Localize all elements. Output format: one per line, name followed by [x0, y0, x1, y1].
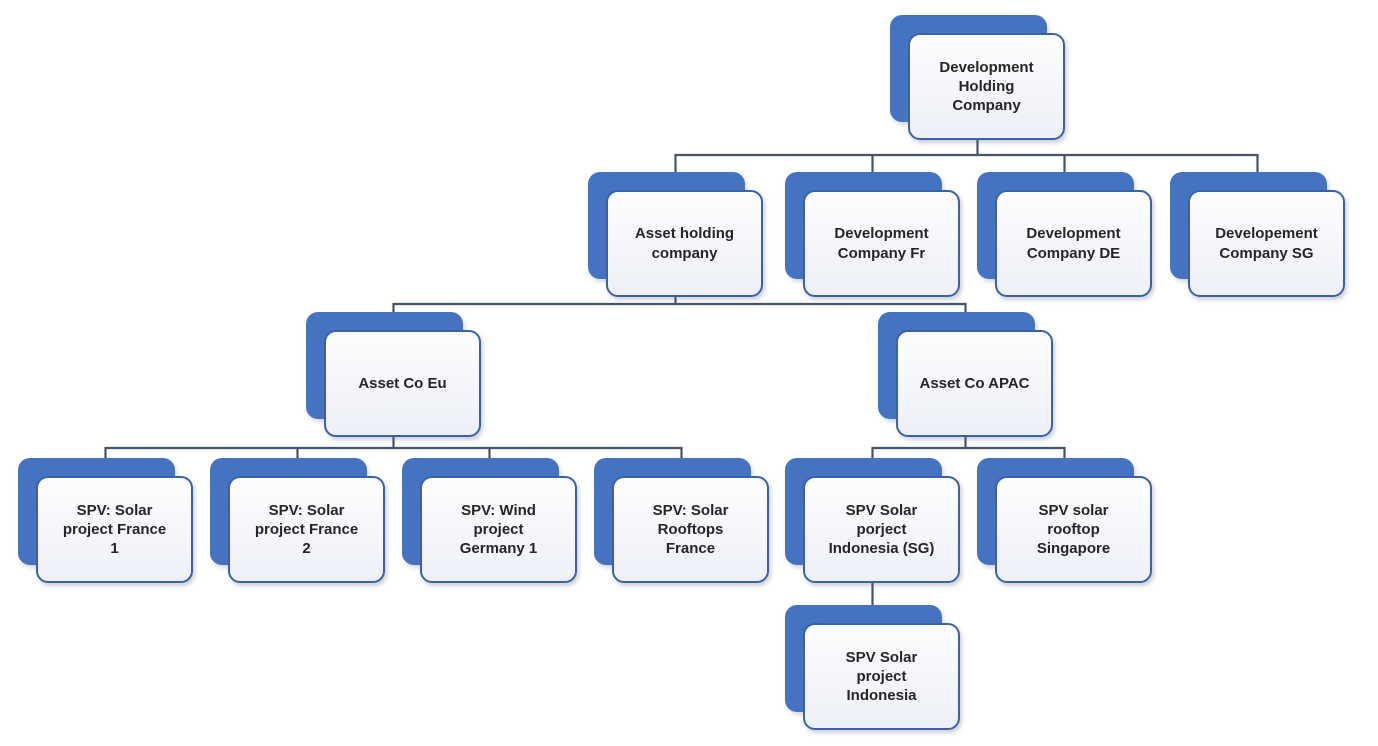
connector-holding-to-row2	[674, 140, 1259, 172]
org-node-spv-solar-porject-indonesia-sg[interactable]: SPV Solar porject Indonesia (SG)	[785, 458, 960, 583]
org-node-spv-solar-project-indonesia[interactable]: SPV Solar project Indonesia	[785, 605, 960, 730]
node-card: Development Company DE	[995, 190, 1152, 297]
node-card: SPV Solar project Indonesia	[803, 623, 960, 730]
node-label: SPV: Wind project Germany 1	[459, 501, 538, 558]
org-node-development-company-de[interactable]: Development Company DE	[977, 172, 1152, 297]
node-card: Developement Company SG	[1188, 190, 1345, 297]
org-node-spv-solar-rooftop-singapore[interactable]: SPV solar rooftop Singapore	[977, 458, 1152, 583]
org-node-spv-solar-project-france-1[interactable]: SPV: Solar project France 1	[18, 458, 193, 583]
node-label: Developement Company SG	[1215, 225, 1318, 262]
node-card: Development Company Fr	[803, 190, 960, 297]
org-node-spv-solar-project-france-2[interactable]: SPV: Solar project France 2	[210, 458, 385, 583]
org-node-development-holding-company[interactable]: Development Holding Company	[890, 15, 1065, 140]
node-card: Asset Co APAC	[896, 330, 1053, 437]
org-node-spv-solar-rooftops-france[interactable]: SPV: Solar Rooftops France	[594, 458, 769, 583]
connector-assetholding-to-assetcos	[392, 297, 967, 312]
node-card: Development Holding Company	[908, 33, 1065, 140]
connector-asseteu-to-spvs	[104, 437, 683, 458]
node-label: SPV Solar porject Indonesia (SG)	[828, 501, 935, 558]
org-node-spv-wind-project-germany-1[interactable]: SPV: Wind project Germany 1	[402, 458, 577, 583]
node-label: SPV: Solar project France 1	[62, 501, 167, 558]
node-label: SPV Solar project Indonesia	[845, 648, 918, 705]
node-label: Development Company DE	[1026, 225, 1121, 262]
node-card: SPV solar rooftop Singapore	[995, 476, 1152, 583]
node-label: SPV solar rooftop Singapore	[1036, 501, 1111, 558]
node-label: Development Company Fr	[834, 225, 929, 262]
node-card: SPV: Wind project Germany 1	[420, 476, 577, 583]
node-label: Asset Co APAC	[919, 374, 1030, 392]
node-card: SPV Solar porject Indonesia (SG)	[803, 476, 960, 583]
node-card: SPV: Solar project France 1	[36, 476, 193, 583]
node-label: SPV: Solar Rooftops France	[652, 501, 729, 558]
node-card: SPV: Solar Rooftops France	[612, 476, 769, 583]
org-node-developement-company-sg[interactable]: Developement Company SG	[1170, 172, 1345, 297]
node-card: Asset holding company	[606, 190, 763, 297]
org-node-development-company-fr[interactable]: Development Company Fr	[785, 172, 960, 297]
node-card: SPV: Solar project France 2	[228, 476, 385, 583]
connector-assetapac-to-spvs	[871, 437, 1066, 458]
node-label: SPV: Solar project France 2	[254, 501, 359, 558]
org-node-asset-co-eu[interactable]: Asset Co Eu	[306, 312, 481, 437]
node-label: Development Holding Company	[939, 58, 1034, 115]
org-node-asset-co-apac[interactable]: Asset Co APAC	[878, 312, 1053, 437]
org-node-asset-holding-company[interactable]: Asset holding company	[588, 172, 763, 297]
node-label: Asset holding company	[634, 225, 735, 262]
node-label: Asset Co Eu	[358, 374, 447, 392]
node-card: Asset Co Eu	[324, 330, 481, 437]
